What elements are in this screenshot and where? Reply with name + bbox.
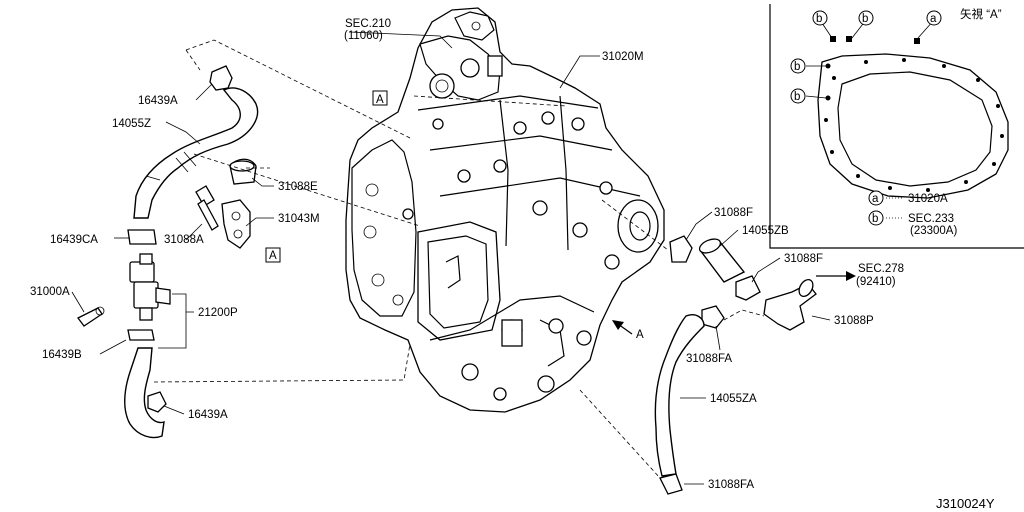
label-31088a: 31088A: [164, 234, 204, 246]
right-hose-assembly: [654, 235, 817, 495]
legend-marker-a: [868, 190, 884, 206]
ref-box-a-lower: [265, 247, 281, 263]
inset-marker-a-1: [926, 10, 942, 26]
inset-view-label: 矢視 “A”: [960, 7, 1002, 21]
label-31088fa-top: 31088FA: [686, 353, 732, 365]
left-hose-assembly: [77, 65, 259, 439]
legend-b-sub: (23300A): [910, 225, 957, 237]
label-31088f-top: 31088F: [714, 207, 753, 219]
label-31088f-mid: 31088F: [784, 253, 823, 265]
label-16439ca: 16439CA: [50, 234, 98, 246]
inset-marker-b-4-label: b: [794, 91, 800, 103]
label-16439b: 16439B: [42, 349, 82, 361]
label-31088e: 31088E: [278, 181, 318, 193]
label-31000a: 31000A: [30, 286, 70, 298]
label-sec278: SEC.278: [858, 263, 904, 275]
legend-marker-b-label: b: [872, 213, 878, 225]
direction-arrows: [612, 271, 856, 335]
inset-border: [769, 4, 1024, 249]
ref-box-a-upper: [372, 90, 388, 106]
label-14055z: 14055Z: [112, 118, 151, 130]
inset-marker-b-4: [790, 88, 806, 104]
label-16439a-bottom: 16439A: [188, 409, 228, 421]
diagram-id: J310024Y: [936, 496, 995, 511]
label-arrow-a: A: [636, 329, 644, 341]
legend-marker-a-label: a: [872, 193, 879, 205]
inset-marker-b-2-label: b: [862, 13, 868, 25]
label-14055zb: 14055ZB: [742, 225, 789, 237]
label-sec210: SEC.210: [345, 18, 391, 30]
inset-marker-b-1: [812, 10, 828, 26]
label-31088p: 31088P: [834, 315, 874, 327]
dashed-reference-lines: [153, 39, 765, 479]
legend-a-code: 31020A: [908, 193, 948, 205]
ref-box-a-upper-label: A: [376, 94, 384, 106]
ref-box-a-lower-label: A: [269, 250, 277, 262]
legend-marker-b: [868, 210, 884, 226]
label-21200p: 21200P: [198, 307, 238, 319]
inset-marker-b-3: [790, 58, 806, 74]
label-sec278-code: (92410): [856, 276, 896, 288]
inset-marker-b-1-label: b: [816, 13, 822, 25]
inset-view-a: 矢視 “A”: [769, 4, 1024, 249]
label-31043m: 31043M: [278, 213, 320, 225]
label-31020m: 31020M: [602, 51, 644, 63]
label-14055za: 14055ZA: [710, 393, 757, 405]
label-16439a-top: 16439A: [138, 95, 178, 107]
transmission-assembly: [345, 7, 665, 413]
inset-marker-b-3-label: b: [794, 61, 800, 73]
gasket-bolt-holes: [824, 58, 1004, 192]
legend-b-code: SEC.233: [908, 213, 954, 225]
inset-marker-a-1-label: a: [930, 13, 937, 25]
inset-marker-b-2: [858, 10, 874, 26]
label-31088fa-bottom: 31088FA: [708, 479, 754, 491]
leader-lines: [71, 31, 831, 485]
label-sec210-code: (11060): [344, 30, 383, 42]
